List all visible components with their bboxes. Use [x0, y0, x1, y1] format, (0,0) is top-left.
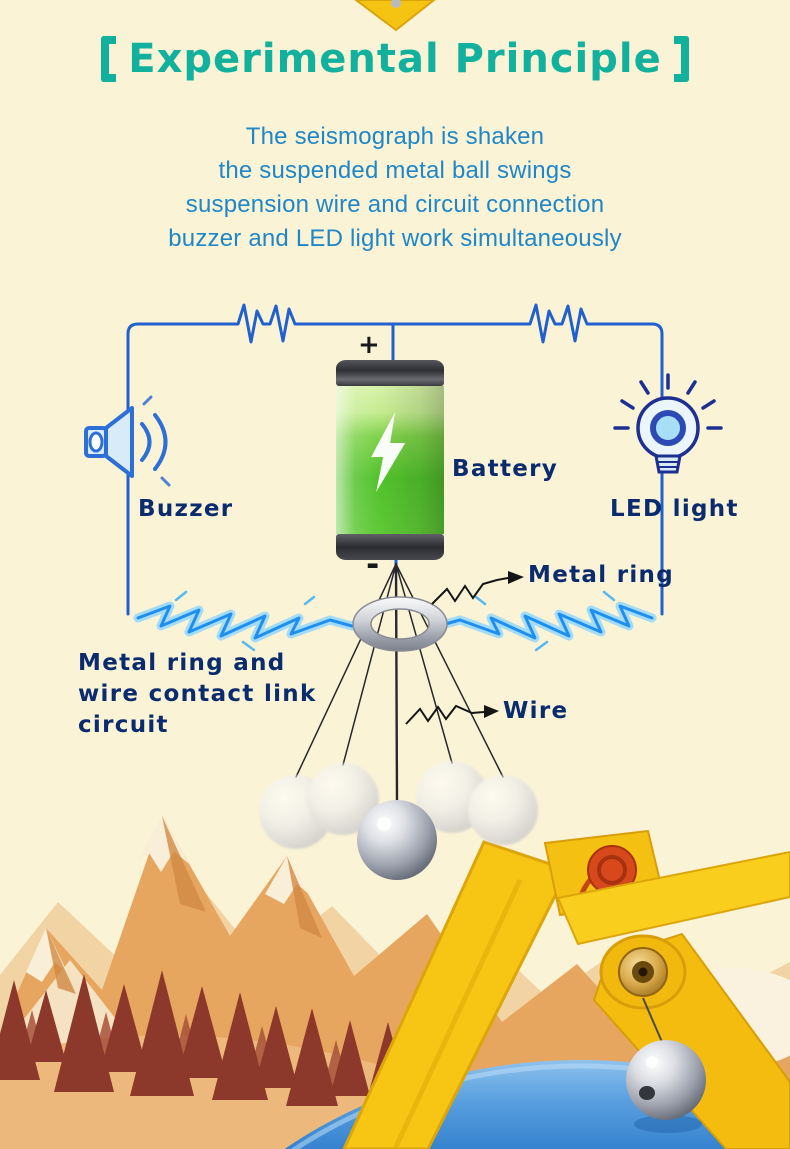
- battery-top-cap: [336, 360, 444, 386]
- lightning-left-icon: [133, 590, 357, 652]
- battery-label: Battery: [452, 456, 559, 482]
- metal-ring-icon: [352, 596, 448, 652]
- battery-positive-sign: +: [358, 330, 380, 360]
- led-bulb-icon: [613, 373, 723, 474]
- contact-note-line: wire contact link: [78, 681, 317, 707]
- page-title-text: Experimental Principle: [128, 36, 662, 82]
- buzzer-label: Buzzer: [138, 496, 234, 522]
- circuit-wiring: [126, 303, 664, 616]
- toy-arm-diagonal: [342, 840, 571, 1149]
- metal-ring-arrow: [431, 571, 524, 605]
- top-toy-fragment: [354, 0, 436, 32]
- pendulum-ball-main: [357, 800, 437, 880]
- title-bracket-left-icon: [101, 36, 117, 82]
- pendulum-balls: [259, 761, 538, 880]
- toy-pendulum-string: [642, 997, 663, 1043]
- wire-arrow: [405, 704, 499, 725]
- toy-arm-horizontal: [556, 850, 790, 946]
- description-line: suspension wire and circuit connection: [185, 191, 605, 218]
- lightning-bolt-icon: [371, 412, 406, 492]
- contact-note: Metal ring and wire contact link circuit: [78, 648, 317, 741]
- battery-negative-sign: -: [366, 545, 380, 583]
- toy-ball-hole: [639, 1086, 655, 1100]
- contact-note-line: Metal ring and: [78, 650, 286, 676]
- contact-note-line: circuit: [78, 712, 169, 738]
- lightning-right-icon: [433, 590, 657, 652]
- pendulum-ball-ghost: [307, 763, 379, 835]
- metal-ring-label: Metal ring: [528, 562, 674, 588]
- led-label: LED light: [610, 496, 739, 522]
- toy-seismograph: [342, 829, 790, 1149]
- heartbeat-pulse-right-icon: [514, 303, 596, 344]
- pendulum-ball-ghost: [468, 775, 538, 845]
- description-line: The seismograph is shaken: [245, 123, 545, 150]
- principle-description: The seismograph is shaken the suspended …: [0, 120, 790, 256]
- heartbeat-pulse-left-icon: [222, 303, 304, 344]
- description-line: buzzer and LED light work simultaneously: [168, 225, 622, 252]
- page-title: Experimental Principle: [0, 36, 790, 82]
- description-line: the suspended metal ball swings: [218, 157, 572, 184]
- title-bracket-right-icon: [673, 36, 689, 82]
- buzzer-icon: [84, 395, 171, 487]
- toy-pendulum-ball: [626, 1040, 706, 1120]
- wire-label: Wire: [503, 698, 569, 724]
- battery-icon: [336, 360, 444, 560]
- battery-body: [336, 386, 444, 534]
- battery-bottom-cap: [336, 534, 444, 560]
